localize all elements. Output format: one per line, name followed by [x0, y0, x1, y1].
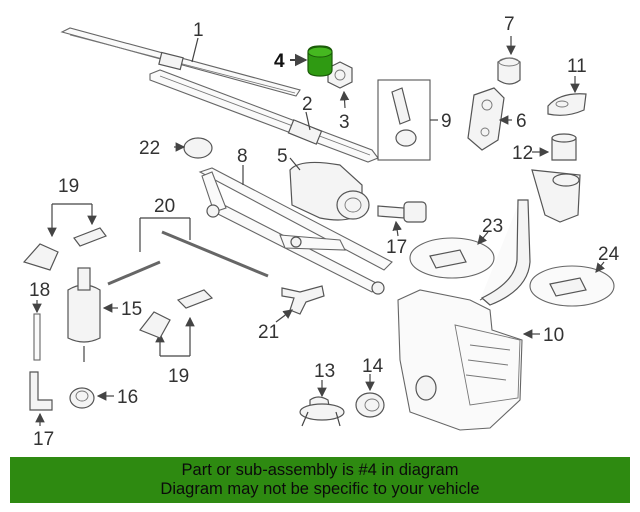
- banner-line-1: Part or sub-assembly is #4 in diagram: [181, 461, 459, 479]
- part-17-connector-middle: [377, 201, 427, 237]
- part-10-washer-reservoir: [397, 169, 581, 431]
- callout-20: 20: [154, 196, 175, 217]
- part-6-bracket: [467, 87, 512, 151]
- part-8-wiper-linkage: [198, 165, 393, 295]
- part-18-hose: [32, 300, 42, 361]
- part-21-y-connector: [275, 285, 325, 323]
- part-14-grommet: [355, 374, 385, 418]
- part-11-nozzle: [547, 76, 587, 116]
- callout-14: 14: [362, 356, 384, 377]
- part-13-washer-pump: [299, 380, 345, 427]
- callout-16: 16: [117, 387, 138, 408]
- part-5-wiper-motor: [289, 157, 370, 221]
- callout-19-a: 19: [58, 176, 79, 197]
- part-22-cap: [174, 137, 213, 159]
- callout-19-b: 19: [168, 366, 189, 387]
- callout-11: 11: [567, 56, 587, 77]
- part-19-nozzles-lower: [139, 289, 214, 357]
- callout-2: 2: [302, 94, 313, 115]
- part-20-hoses: [107, 217, 269, 286]
- callout-10: 10: [543, 325, 564, 346]
- part-24-nozzle-housing: [529, 261, 615, 307]
- callout-4: 4: [274, 51, 285, 72]
- callout-18: 18: [29, 280, 50, 301]
- part-9-kit-box: [377, 79, 438, 161]
- callout-3: 3: [339, 112, 350, 133]
- part-17-connector-left: [29, 371, 53, 426]
- callout-7: 7: [504, 14, 515, 35]
- callout-17-a: 17: [33, 429, 54, 450]
- part-16-grommet: [69, 387, 114, 409]
- callout-17-b: 17: [386, 237, 407, 258]
- callout-6: 6: [516, 111, 527, 132]
- part-12-seal: [532, 133, 577, 161]
- part-4-cap-highlighted: [290, 45, 333, 77]
- part-23-nozzle-housing: [409, 231, 495, 279]
- info-banner: Part or sub-assembly is #4 in diagram Di…: [10, 457, 630, 503]
- callout-21: 21: [258, 322, 279, 343]
- parts-diagram: 1 2 3 4 5 6 7: [22, 14, 620, 450]
- part-15-pump: [67, 267, 118, 362]
- callout-5: 5: [277, 146, 288, 167]
- callout-8: 8: [237, 146, 248, 167]
- callout-15: 15: [121, 299, 142, 320]
- part-1-wiper-blade: [60, 27, 301, 97]
- callout-22: 22: [139, 138, 160, 159]
- part-19-nozzles-upper: [22, 203, 107, 271]
- callout-13: 13: [314, 361, 335, 382]
- callout-24: 24: [598, 244, 620, 265]
- callout-9: 9: [441, 111, 452, 132]
- banner-line-2: Diagram may not be specific to your vehi…: [160, 480, 480, 498]
- callout-23: 23: [482, 216, 503, 237]
- callout-1: 1: [193, 20, 204, 41]
- part-7-grommet: [497, 36, 521, 85]
- part-3-nut: [327, 61, 353, 109]
- callout-12: 12: [512, 143, 533, 164]
